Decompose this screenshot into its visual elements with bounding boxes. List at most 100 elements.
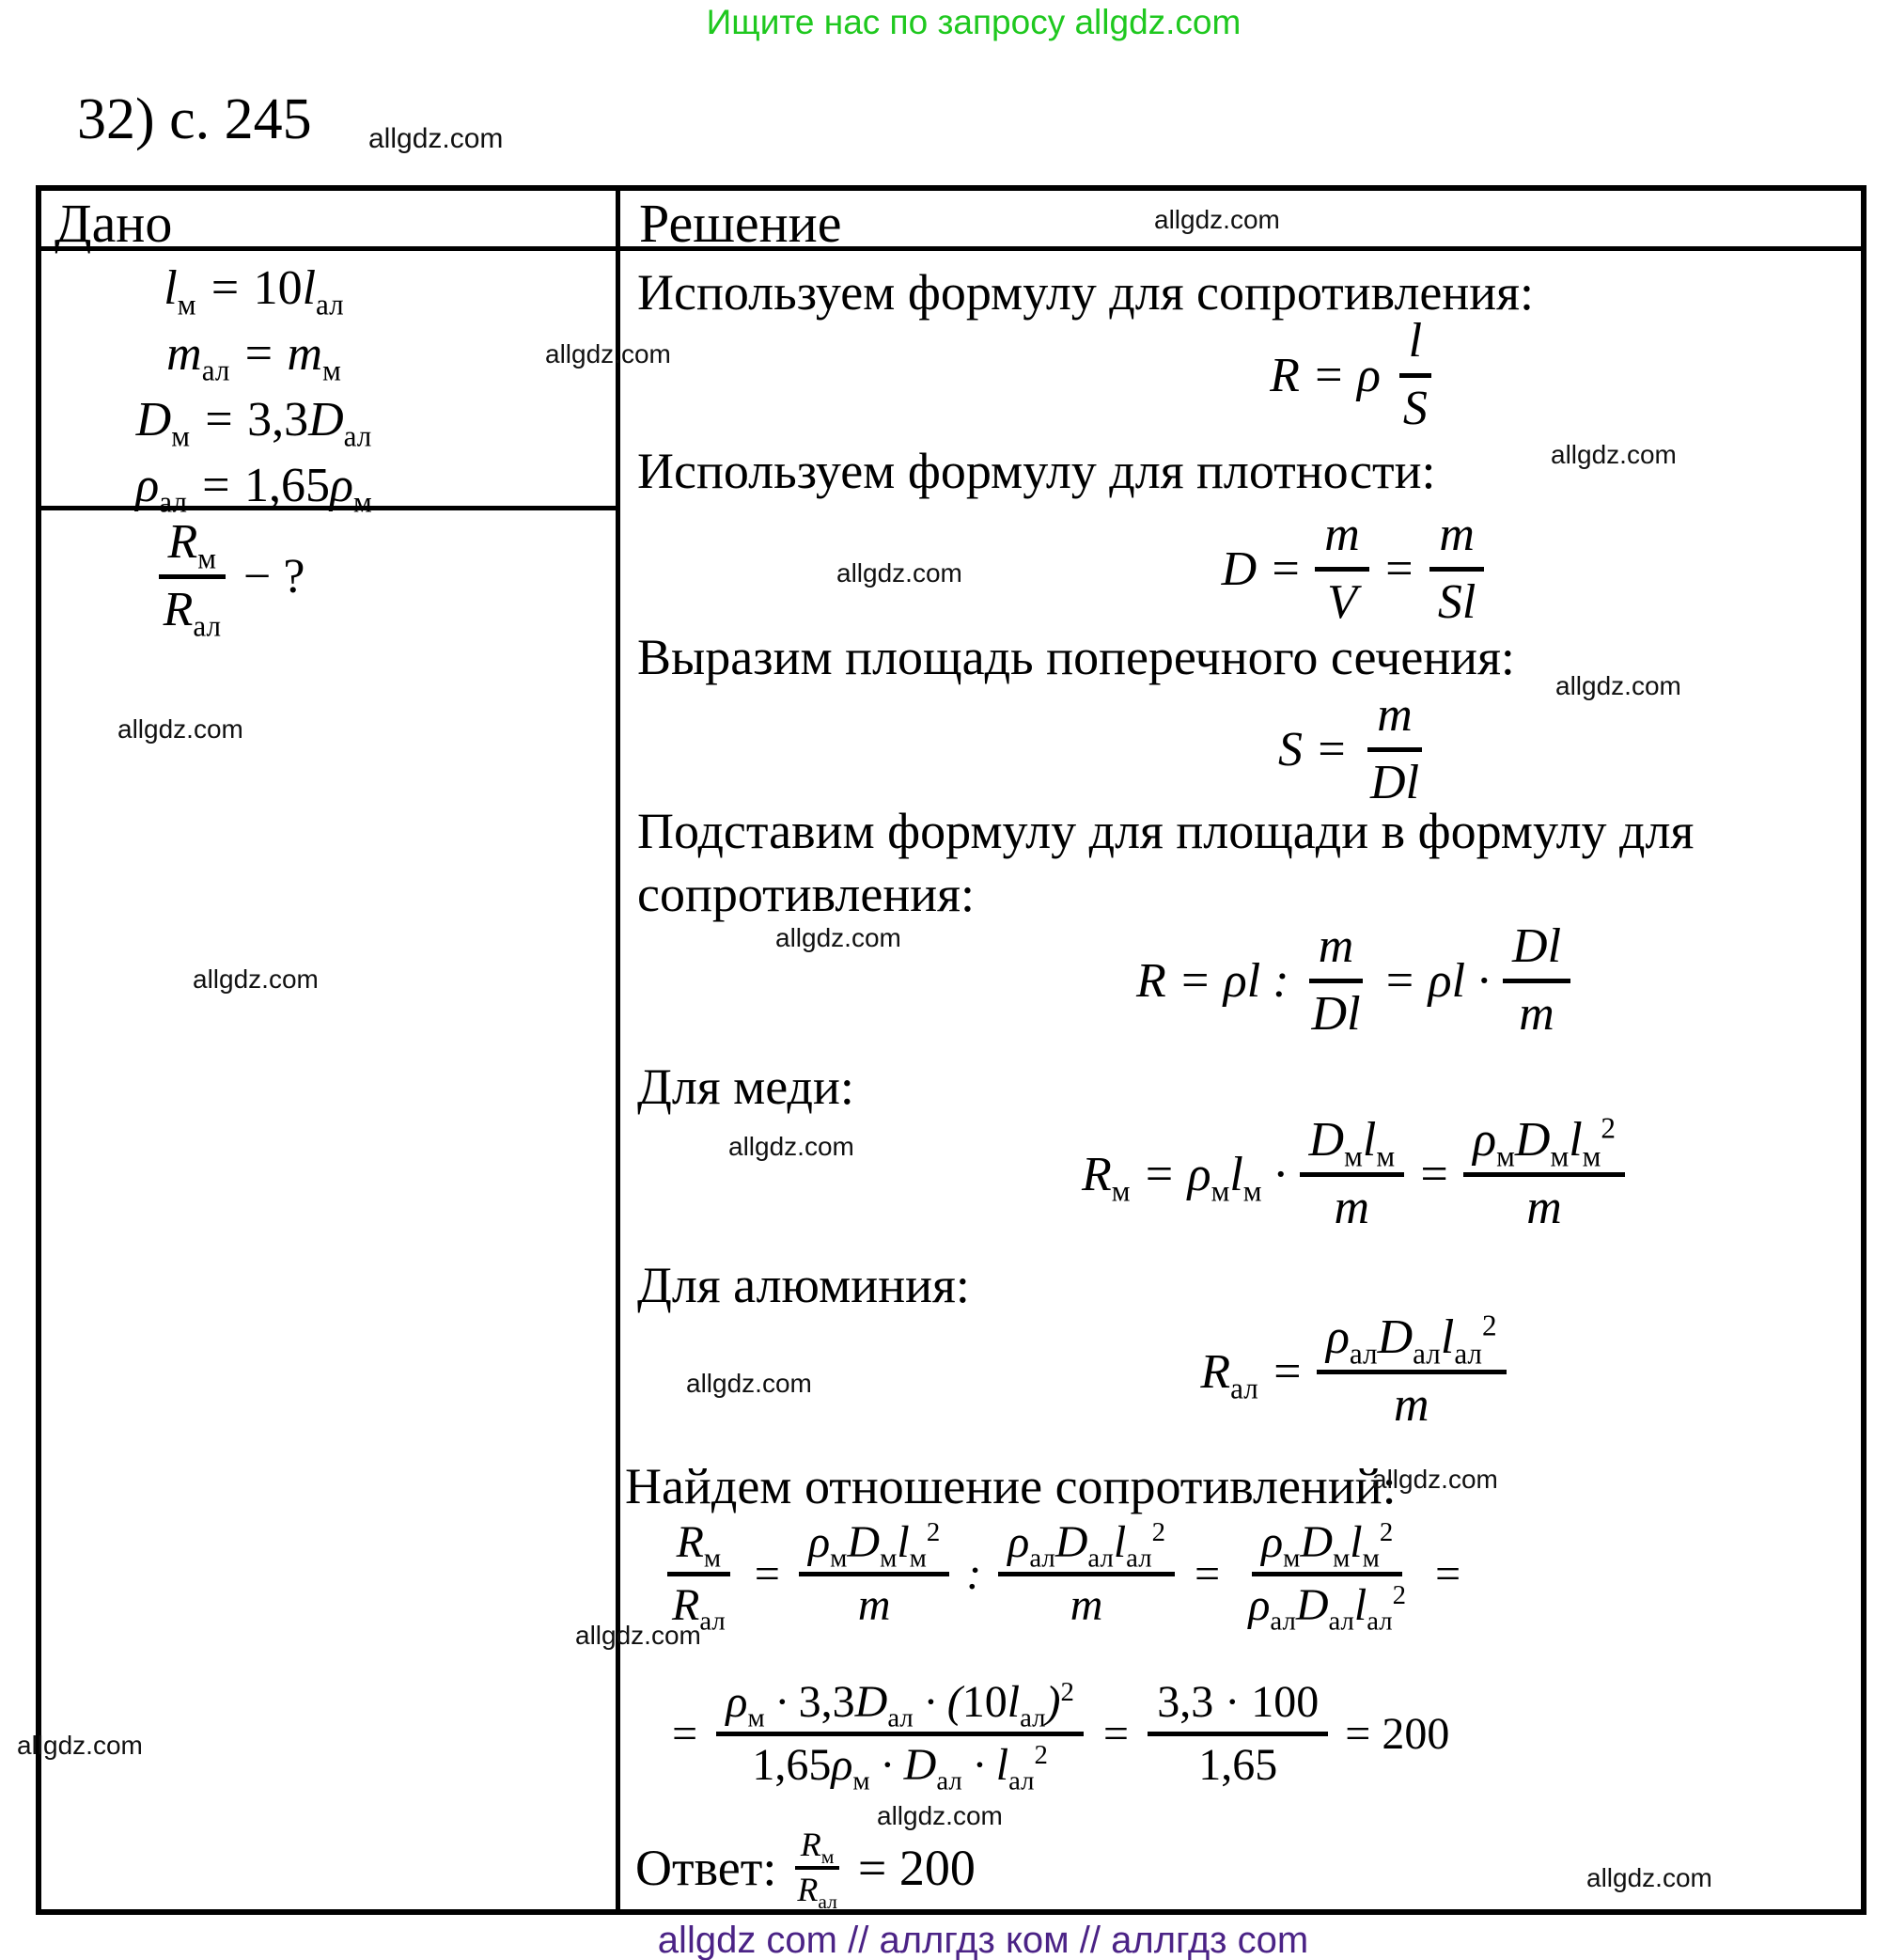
- question-block: Rм Rал − ?: [41, 516, 417, 642]
- fraction: m Dl: [1361, 689, 1429, 808]
- fraction: Rм Rал: [154, 516, 230, 642]
- promo-banner: Ищите нас по запросу allgdz.com: [706, 3, 1242, 41]
- given-line: lм = 10lал: [164, 261, 344, 321]
- fraction: Dмlм m: [1299, 1114, 1405, 1233]
- fraction-numerator: m: [1367, 689, 1422, 752]
- question-mark: − ?: [243, 549, 305, 604]
- watermark-text: allgdz.com: [1154, 205, 1280, 234]
- watermark-text: allgdz.com: [1372, 1465, 1498, 1494]
- formula-lhs: D =: [1221, 541, 1303, 596]
- formula-lhs: Rал =: [1200, 1344, 1304, 1404]
- fraction-numerator: l: [1398, 315, 1432, 378]
- fraction-denominator: S: [1402, 381, 1428, 435]
- step-text-aluminium: Для алюминия:: [637, 1257, 970, 1313]
- watermark-text: allgdz.com: [368, 123, 504, 154]
- fraction-denominator: m: [1070, 1580, 1103, 1631]
- fraction-numerator: Rм: [666, 1518, 731, 1577]
- fraction-denominator: m: [1393, 1377, 1429, 1432]
- formula-lhs: R = ρ: [1270, 348, 1381, 402]
- fraction-numerator: Dl: [1503, 920, 1571, 983]
- fraction: ρмDмlм2 m: [1463, 1114, 1625, 1234]
- given-line: Dм = 3,3Dал: [135, 393, 372, 453]
- fraction-denominator: Rал: [163, 582, 222, 642]
- operator: =: [1191, 1549, 1223, 1600]
- formula-lhs: Rм = ρмlм ·: [1082, 1147, 1287, 1207]
- watermark-text: allgdz.com: [728, 1132, 854, 1161]
- watermark-text: allgdz.com: [545, 339, 671, 368]
- step-text-resistance: Используем формулу для сопротивления:: [637, 264, 1535, 321]
- given-values: lм = 10lал mал = mм Dм = 3,3Dал ρал = 1,…: [41, 256, 466, 519]
- fraction: ρмDмlм2 m: [799, 1518, 950, 1631]
- fraction: m Sl: [1429, 509, 1485, 629]
- page-title: 32) с. 245: [77, 87, 312, 151]
- fraction: ρм · 3,3Dал · (10lал)2 1,65ρм · Dал · lа…: [716, 1678, 1084, 1796]
- fraction: 3,3 · 100 1,65: [1148, 1678, 1329, 1791]
- step-text-density: Используем формулу для плотности:: [637, 443, 1436, 499]
- column-divider: [616, 191, 620, 1909]
- step-text-ratio: Найдем отношение сопротивлений:: [625, 1458, 1397, 1514]
- fraction: ρмDмlм2 ρалDалlал2: [1239, 1518, 1415, 1637]
- operator: = ρl ·: [1382, 953, 1491, 1008]
- fraction-numerator: ρалDалlал2: [998, 1518, 1175, 1577]
- watermark-text: allgdz.com: [193, 964, 319, 994]
- solution-header: Решение: [639, 193, 842, 254]
- fraction-numerator: ρмDмlм2: [1252, 1518, 1403, 1577]
- given-line: mал = mм: [166, 327, 341, 387]
- header-underline: [41, 246, 1861, 251]
- fraction-numerator: Rм: [794, 1827, 840, 1870]
- watermark-text: allgdz.com: [775, 923, 901, 952]
- formula-aluminium: Rал = ρалDалlал2 m: [733, 1311, 1890, 1432]
- fraction-numerator: ρм · 3,3Dал · (10lал)2: [716, 1678, 1084, 1737]
- formula-density: D = m V = m Sl: [733, 509, 1890, 629]
- step-text-area: Выразим площадь поперечного сечения:: [637, 629, 1515, 685]
- step-text-substitute-1: Подставим формулу для площади в формулу …: [637, 803, 1695, 859]
- fraction-numerator: 3,3 · 100: [1148, 1678, 1329, 1737]
- equation-result: = 200: [1345, 1709, 1450, 1760]
- given-line: ρал = 1,65ρм: [135, 459, 372, 519]
- fraction-numerator: ρмDмlм2: [1463, 1114, 1625, 1177]
- formula-lhs: R = ρl :: [1135, 953, 1289, 1008]
- fraction: Dl m: [1503, 920, 1571, 1040]
- operator: =: [1382, 541, 1415, 596]
- watermark-text: allgdz.com: [1551, 440, 1677, 469]
- answer-label: Ответ:: [635, 1839, 777, 1896]
- solution-table: [36, 185, 1867, 1915]
- fraction-numerator: Rм: [158, 516, 226, 579]
- watermark-text: allgdz.com: [117, 714, 243, 744]
- watermark-text: allgdz.com: [1555, 671, 1681, 700]
- fraction-numerator: Dмlм: [1299, 1114, 1405, 1177]
- answer-line: Ответ: Rм Rал = 200: [635, 1827, 976, 1913]
- operator: =: [1432, 1549, 1463, 1600]
- operator: =: [1417, 1147, 1451, 1201]
- fraction-denominator: 1,65: [1198, 1740, 1278, 1791]
- fraction-denominator: Dl: [1311, 986, 1361, 1041]
- operator: =: [669, 1709, 700, 1760]
- watermark-text: allgdz.com: [17, 1731, 143, 1760]
- fraction-numerator: m: [1429, 509, 1484, 572]
- step-text-substitute-2: сопротивления:: [637, 866, 975, 922]
- fraction: ρалDалlал2 m: [998, 1518, 1175, 1631]
- formula-copper: Rм = ρмlм · Dмlм m = ρмDмlм2 m: [733, 1114, 1890, 1234]
- fraction-denominator: m: [1526, 1180, 1562, 1234]
- fraction-denominator: Sl: [1437, 574, 1476, 629]
- formula-lhs: S =: [1277, 722, 1349, 776]
- footer-links: allgdz com // аллгдз ком // аллгдз com: [657, 1920, 1309, 1960]
- ratio-equation-line-2: = ρм · 3,3Dал · (10lал)2 1,65ρм · Dал · …: [669, 1678, 1450, 1796]
- fraction-numerator: ρалDалlал2: [1316, 1311, 1507, 1374]
- fraction: m V: [1315, 509, 1369, 628]
- fraction: l S: [1394, 315, 1437, 435]
- operator: =: [1100, 1709, 1132, 1760]
- fraction-denominator: ρалDалlал2: [1248, 1580, 1407, 1637]
- fraction-numerator: m: [1315, 509, 1369, 572]
- fraction-denominator: Rал: [797, 1870, 837, 1913]
- fraction-denominator: m: [857, 1580, 891, 1631]
- answer-value: = 200: [857, 1839, 976, 1896]
- given-underline: [41, 506, 616, 510]
- fraction: m Dl: [1303, 920, 1370, 1041]
- fraction: Rм Rал: [791, 1827, 843, 1913]
- watermark-text: allgdz.com: [575, 1621, 701, 1650]
- fraction-denominator: 1,65ρм · Dал · lал2: [752, 1740, 1048, 1796]
- watermark-text: allgdz.com: [1586, 1863, 1712, 1892]
